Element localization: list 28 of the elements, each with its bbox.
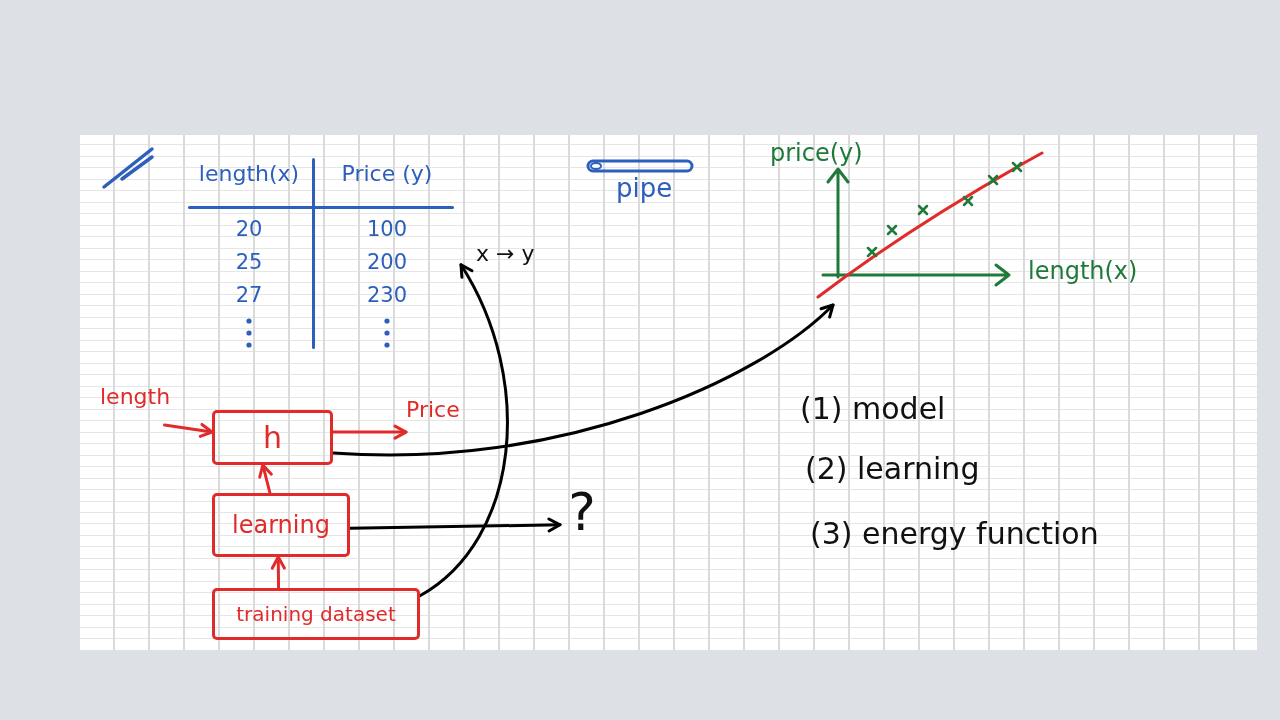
input-label: length	[100, 383, 186, 425]
table-cell-text: 20	[234, 216, 264, 243]
output-label: Price	[406, 396, 494, 438]
axis-title: price(y)	[770, 138, 863, 168]
model-box: h	[212, 410, 333, 465]
arrow	[258, 463, 273, 495]
arrow	[331, 303, 835, 457]
table-cell-text: 27	[234, 282, 264, 309]
table-cell-text: 200	[365, 249, 409, 276]
list-item: (2) learning	[805, 450, 980, 488]
arrow	[270, 555, 286, 590]
column-header: length(x)	[197, 160, 301, 188]
dataset-box: training dataset	[212, 588, 420, 640]
table-cell-text: 100	[365, 216, 409, 243]
list-item: (1) model	[800, 390, 946, 428]
arrow	[348, 517, 562, 533]
arrow	[418, 263, 509, 598]
pipe-label: pipe	[616, 172, 673, 205]
table-cell-text: 230	[365, 282, 409, 309]
process-box: learning	[212, 493, 350, 557]
table-cell-text: 25	[234, 249, 264, 276]
column-header: Price (y)	[340, 160, 434, 188]
mapping-text: x → y	[476, 240, 535, 268]
question-mark: ?	[560, 480, 604, 550]
axis-title: length(x)	[1028, 256, 1138, 286]
list-item: (3) energy function	[810, 515, 1099, 553]
arrow	[163, 422, 214, 438]
arrow	[331, 424, 408, 440]
